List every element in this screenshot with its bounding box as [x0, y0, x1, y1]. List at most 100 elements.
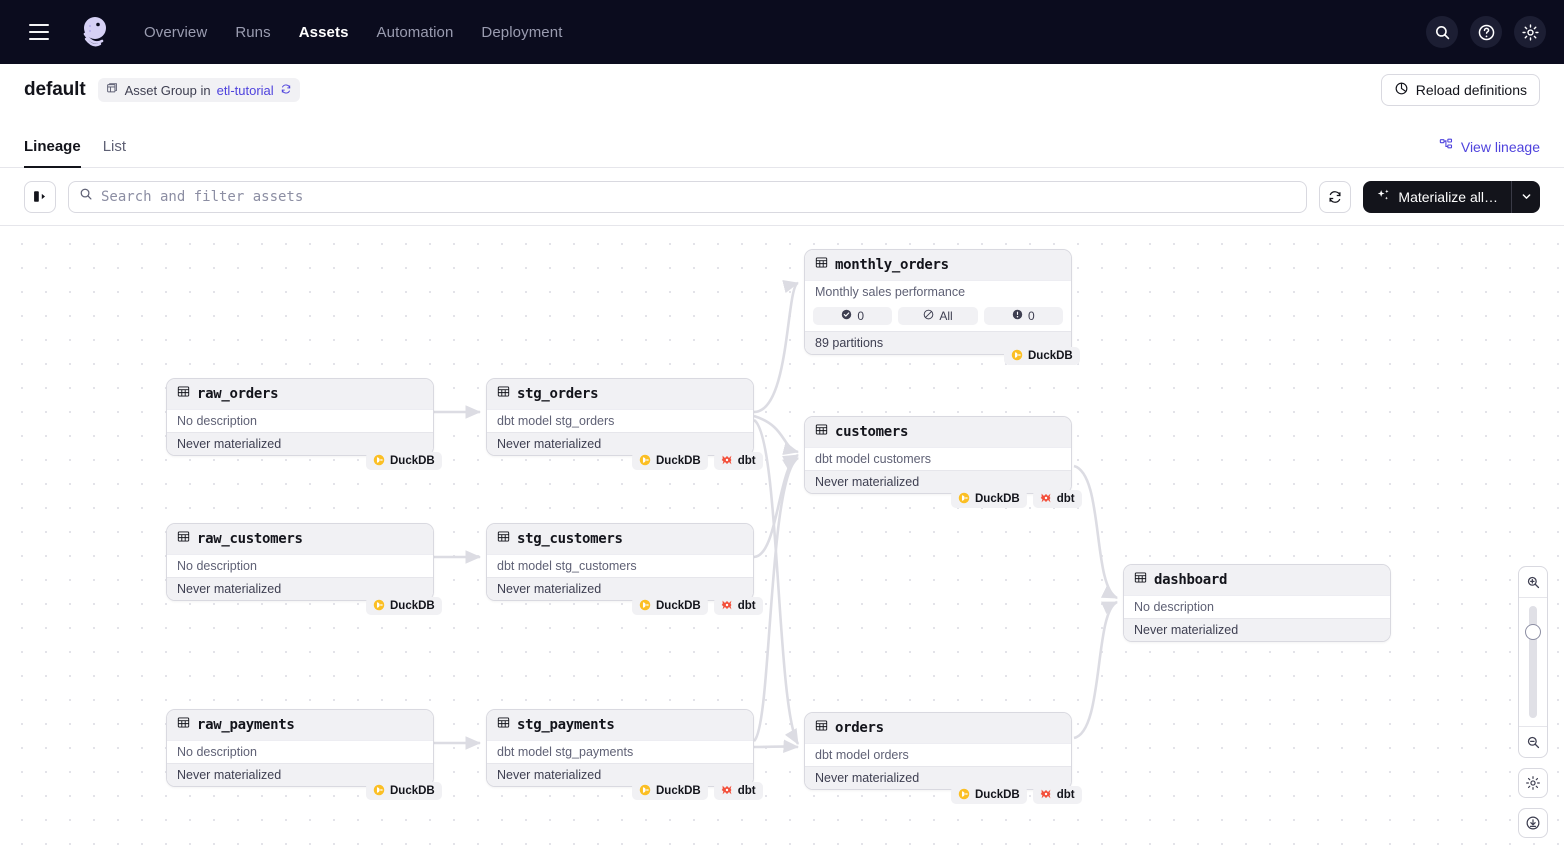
kind-tag-dbt[interactable]: dbt: [1032, 786, 1082, 804]
settings-gear-icon[interactable]: [1514, 16, 1546, 48]
kind-tag-duckdb[interactable]: DuckDB: [632, 452, 708, 470]
duckdb-icon: [639, 454, 651, 469]
nav-item-assets[interactable]: Assets: [298, 23, 349, 41]
kind-tag-label: DuckDB: [656, 600, 701, 612]
materialize-divider: [1511, 180, 1512, 213]
materialize-all-label: Materialize all…: [1398, 188, 1498, 205]
kind-tag-label: DuckDB: [975, 493, 1020, 505]
reload-definitions-button[interactable]: Reload definitions: [1380, 74, 1540, 106]
top-navigation-bar: Overview Runs Assets Automation Deployme…: [0, 0, 1564, 64]
refresh-graph-button[interactable]: [1319, 180, 1352, 213]
asset-node-header: dashboard: [1124, 565, 1390, 595]
help-icon[interactable]: [1470, 16, 1502, 48]
zoom-in-icon[interactable]: [1519, 567, 1547, 597]
asset-node-header: stg_customers: [487, 524, 753, 554]
nav-item-runs[interactable]: Runs: [235, 23, 271, 41]
tab-bar: Lineage List View lineage: [0, 116, 1564, 168]
download-graph-icon[interactable]: [1518, 808, 1548, 838]
kind-tag-dbt[interactable]: dbt: [1032, 490, 1082, 508]
asset-group-chip[interactable]: Asset Group in etl-tutorial: [97, 78, 300, 102]
zoom-out-icon[interactable]: [1519, 727, 1547, 757]
zoom-stack: [1518, 566, 1548, 758]
kind-tag-label: dbt: [737, 600, 756, 612]
kind-tag-dbt[interactable]: dbt: [713, 782, 763, 800]
asset-node-description: No description: [167, 409, 433, 432]
chevron-down-icon[interactable]: [1512, 181, 1540, 213]
tabs: Lineage List: [24, 138, 127, 168]
kind-tag-duckdb[interactable]: DuckDB: [1004, 347, 1080, 365]
asset-node-kind-tags: DuckDB dbt: [951, 786, 1082, 804]
page-title: default: [24, 79, 86, 100]
kind-tag-duckdb[interactable]: DuckDB: [366, 782, 442, 800]
kind-tag-duckdb[interactable]: DuckDB: [632, 782, 708, 800]
partition-count-missing-slash[interactable]: All: [898, 307, 978, 325]
materialize-all-button[interactable]: Materialize all…: [1363, 181, 1511, 213]
kind-tag-duckdb[interactable]: DuckDB: [951, 786, 1027, 804]
partition-count-check-circle[interactable]: 0: [813, 307, 893, 325]
hamburger-menu-icon[interactable]: [22, 15, 56, 49]
divider: [1519, 597, 1547, 598]
search-filter-container[interactable]: [68, 180, 1308, 213]
asset-node-status: Never materialized: [487, 577, 753, 600]
panel-toggle-icon[interactable]: [24, 180, 56, 213]
kind-tag-dbt[interactable]: dbt: [713, 597, 763, 615]
nav-item-overview[interactable]: Overview: [144, 23, 208, 41]
kind-tag-dbt[interactable]: dbt: [713, 452, 763, 470]
nav-item-automation[interactable]: Automation: [376, 23, 454, 41]
nav-item-deployment[interactable]: Deployment: [481, 23, 563, 41]
zoom-slider[interactable]: [1519, 598, 1547, 726]
table-asset-icon: [815, 256, 828, 274]
table-asset-icon: [177, 385, 190, 403]
asset-node-header: raw_orders: [167, 379, 433, 409]
asset-node-name: stg_orders: [517, 386, 599, 402]
sparkle-icon: [1376, 188, 1391, 206]
table-asset-icon: [177, 530, 190, 548]
table-asset-icon: [177, 716, 190, 734]
partition-count-value: 0: [1027, 309, 1035, 323]
kind-tag-duckdb[interactable]: DuckDB: [366, 597, 442, 615]
asset-node-kind-tags: DuckDB dbt: [632, 452, 763, 470]
dbt-icon: [721, 784, 733, 799]
asset-group-chip-link[interactable]: etl-tutorial: [216, 82, 274, 98]
view-lineage-link[interactable]: View lineage: [1439, 138, 1540, 156]
primary-nav-items: Overview Runs Assets Automation Deployme…: [144, 24, 562, 41]
duckdb-icon: [373, 454, 385, 469]
zoom-slider-thumb[interactable]: [1525, 624, 1541, 640]
search-input[interactable]: [101, 188, 1297, 205]
asset-node-description: dbt model customers: [805, 447, 1071, 470]
asset-node-header: orders: [805, 713, 1071, 743]
graph-settings-icon[interactable]: [1518, 768, 1548, 798]
asset-node-name: stg_customers: [517, 531, 623, 547]
dagster-logo[interactable]: [76, 13, 114, 51]
tab-lineage[interactable]: Lineage: [24, 138, 81, 168]
asset-node-partition-counts: 0 All 0: [805, 303, 1071, 331]
partition-count-value: 0: [857, 309, 864, 323]
asset-node-header: raw_payments: [167, 710, 433, 740]
asset-node-description: dbt model stg_customers: [487, 554, 753, 577]
dbt-icon: [1040, 788, 1052, 803]
refresh-icon[interactable]: [280, 83, 292, 98]
kind-tag-duckdb[interactable]: DuckDB: [951, 490, 1027, 508]
partition-count-failed-circle[interactable]: 0: [983, 307, 1063, 325]
search-icon[interactable]: [1426, 16, 1458, 48]
table-asset-icon: [497, 530, 510, 548]
kind-tag-duckdb[interactable]: DuckDB: [632, 597, 708, 615]
tab-list[interactable]: List: [102, 138, 127, 155]
asset-node-header: customers: [805, 417, 1071, 447]
kind-tag-duckdb[interactable]: DuckDB: [366, 452, 442, 470]
asset-node-description: dbt model stg_payments: [487, 740, 753, 763]
asset-node-kind-tags: DuckDB dbt: [951, 490, 1082, 508]
reload-definitions-label: Reload definitions: [1415, 82, 1527, 98]
asset-node-status: Never materialized: [1124, 618, 1390, 641]
